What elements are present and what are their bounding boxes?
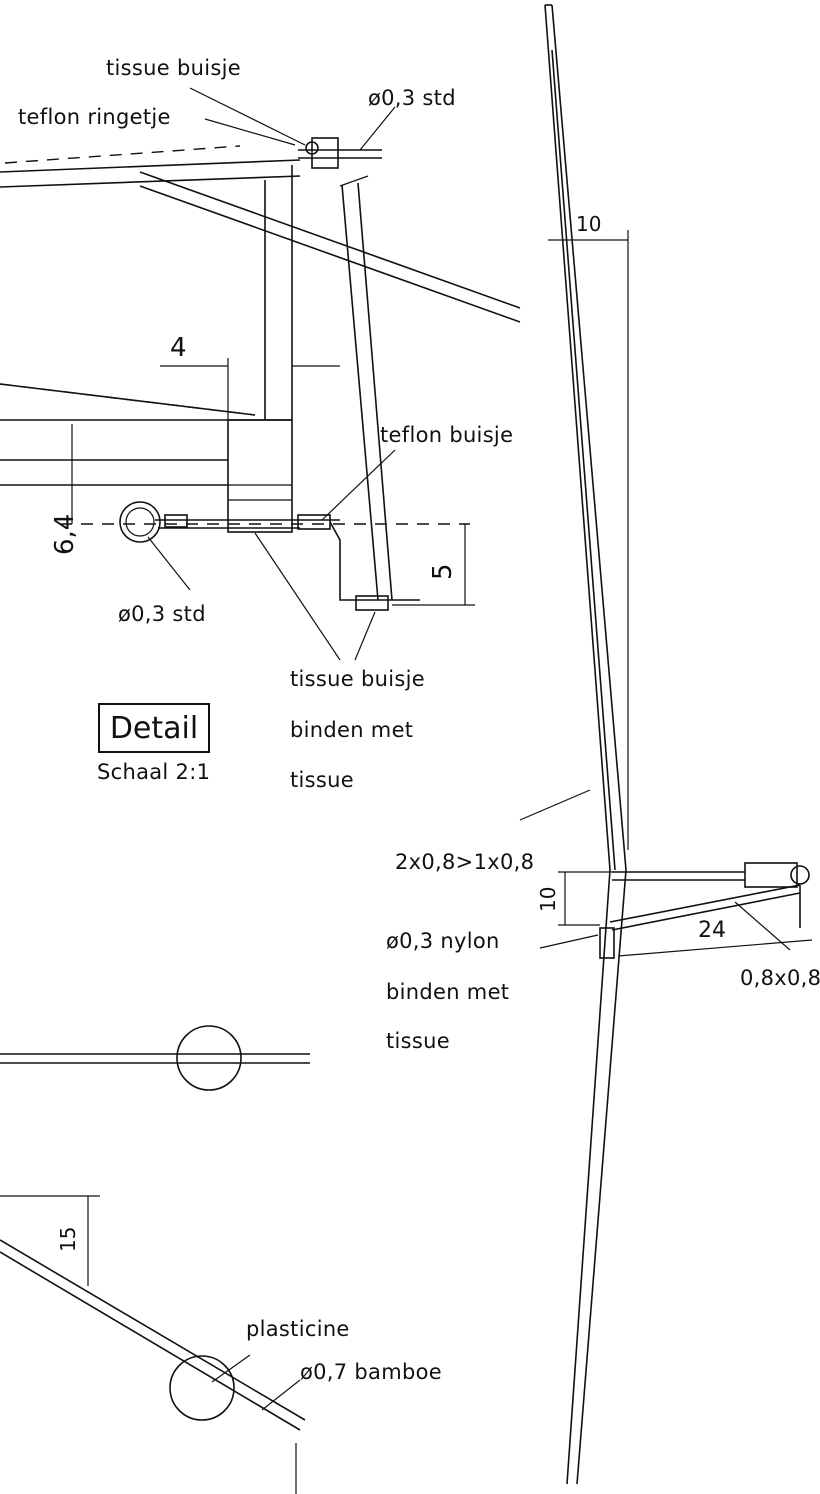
- label-teflon-buisje: teflon buisje: [380, 423, 514, 447]
- dimension-4: 4: [170, 333, 187, 363]
- dimension-15: 15: [56, 1226, 80, 1252]
- label-binden-met-2: binden met: [386, 980, 510, 1004]
- label-std-top: ø0,3 std: [368, 86, 456, 110]
- label-size-08: 0,8x0,8: [740, 966, 820, 990]
- label-teflon-ringetje: teflon ringetje: [18, 105, 171, 129]
- label-tissue-buisje-top: tissue buisje: [106, 56, 241, 80]
- detail-title-box: Detail: [98, 703, 210, 753]
- label-nylon: ø0,3 nylon: [386, 929, 500, 953]
- detail-scale: Schaal 2:1: [97, 760, 211, 784]
- long-strip: [519, 4, 813, 1485]
- label-strip-size: 2x0,8>1x0,8: [395, 850, 535, 874]
- label-tissue-2: tissue: [386, 1029, 450, 1053]
- dimension-10-top: 10: [576, 212, 602, 236]
- detail-title: Detail: [109, 710, 199, 746]
- label-binden-met: binden met: [290, 718, 414, 742]
- label-tissue-buisje-mid: tissue buisje: [290, 667, 425, 691]
- detail-view: [0, 87, 521, 661]
- lower-views: [0, 1025, 310, 1494]
- label-bamboe: ø0,7 bamboe: [300, 1360, 442, 1384]
- dimension-10-mid: 10: [536, 886, 560, 912]
- dimension-6-4: 6,4: [50, 513, 80, 555]
- dimension-5: 5: [428, 563, 458, 580]
- label-tissue: tissue: [290, 768, 354, 792]
- label-plasticine: plasticine: [246, 1317, 350, 1341]
- dimension-24: 24: [698, 918, 726, 943]
- label-std-bottom: ø0,3 std: [118, 602, 206, 626]
